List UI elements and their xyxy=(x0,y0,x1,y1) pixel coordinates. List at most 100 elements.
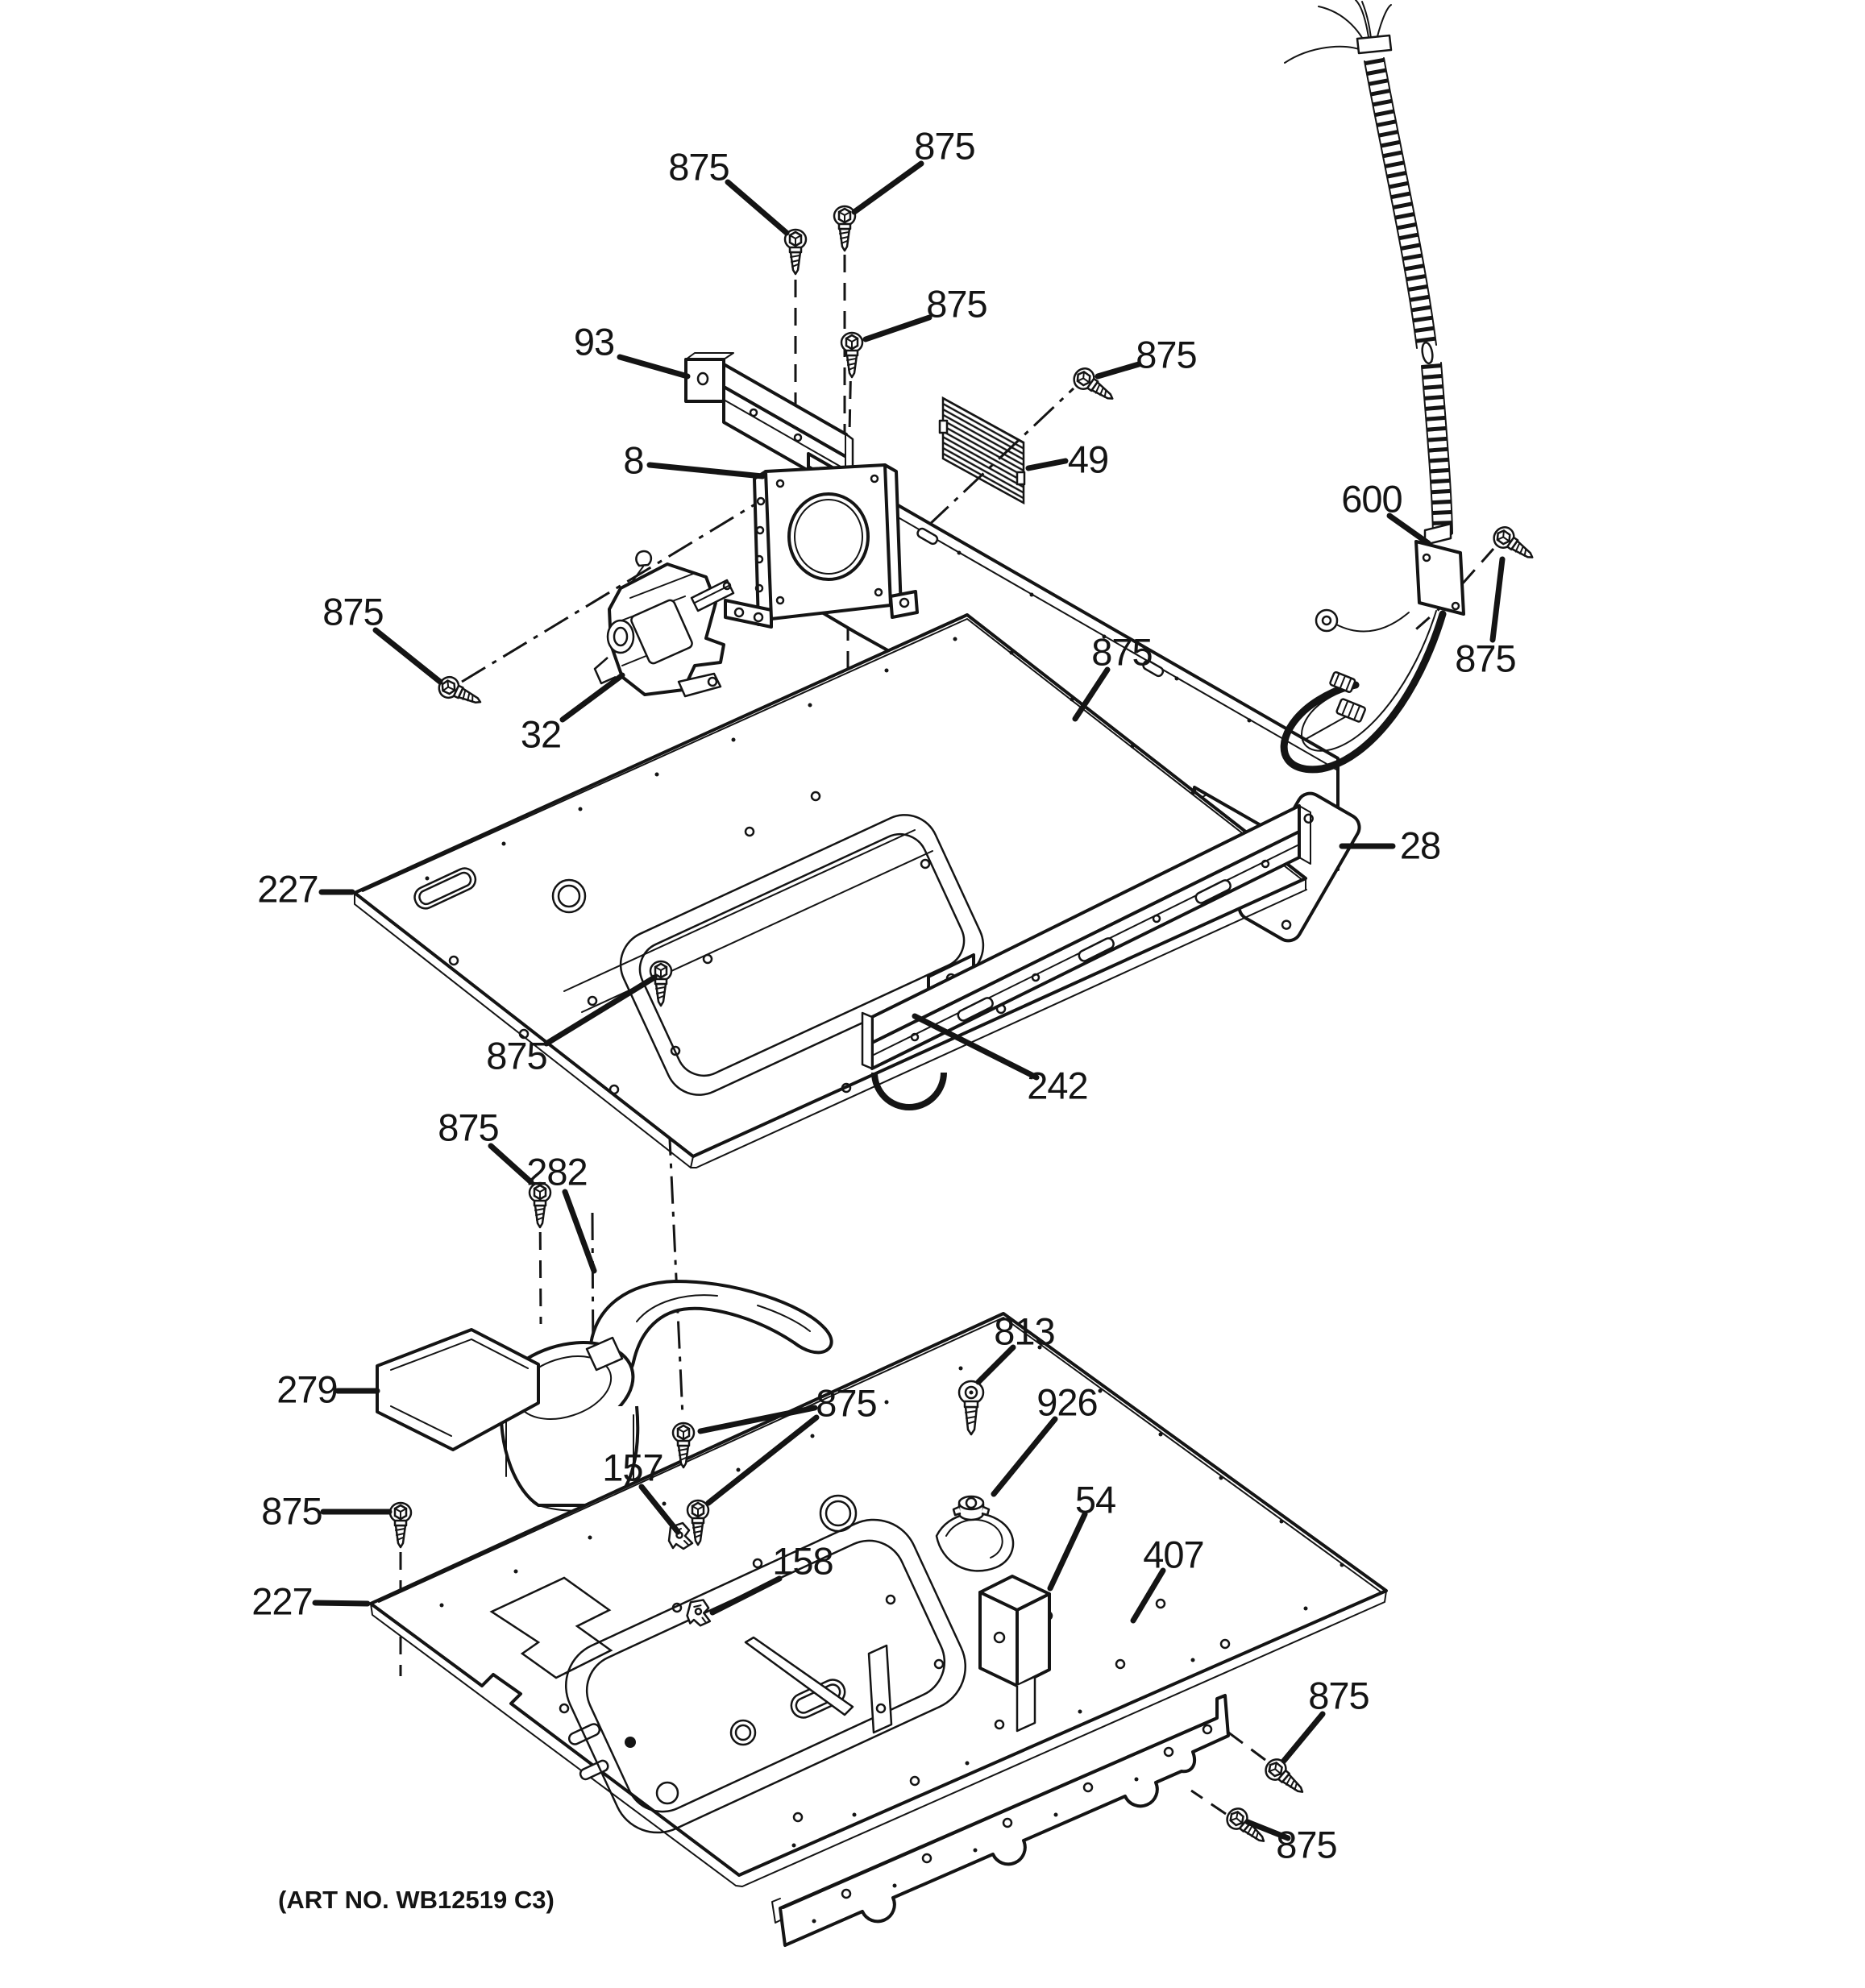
part-number-label: 926 xyxy=(1036,1381,1097,1424)
part-number-label: 875 xyxy=(914,125,974,168)
callout-875: 875 xyxy=(1244,1819,1338,1866)
callout-875: 875 xyxy=(261,1490,393,1533)
part-49-vent-grille xyxy=(938,396,1026,505)
callout-875: 875 xyxy=(1094,334,1198,380)
leader-line xyxy=(646,462,766,479)
callout-158: 158 xyxy=(709,1540,834,1616)
callout-49: 49 xyxy=(1025,438,1109,481)
leader-line xyxy=(1489,556,1506,643)
part-number-label: 407 xyxy=(1143,1534,1203,1576)
callout-279: 279 xyxy=(276,1368,380,1411)
screw-icon xyxy=(434,672,486,713)
part-number-label: 54 xyxy=(1075,1479,1115,1521)
part-number-label: 875 xyxy=(1136,334,1196,376)
callout-93: 93 xyxy=(574,321,691,380)
part-number-label: 875 xyxy=(261,1490,322,1533)
leader-line xyxy=(1094,361,1142,380)
part-number-label: 242 xyxy=(1027,1065,1087,1107)
callout-8: 8 xyxy=(623,439,766,482)
leader-line xyxy=(851,160,924,215)
leader-line xyxy=(697,1405,818,1434)
leader-line xyxy=(991,1416,1058,1497)
leader-line xyxy=(1281,1711,1326,1764)
screw-icon xyxy=(388,1501,413,1549)
part-number-label: 600 xyxy=(1341,478,1402,521)
leader-line xyxy=(912,1013,1040,1081)
art-number: (ART NO. WB12519 C3) xyxy=(278,1886,555,1914)
leader-line xyxy=(862,314,932,342)
part-number-label: 227 xyxy=(251,1580,312,1623)
callout-875: 875 xyxy=(486,974,658,1077)
callout-875: 875 xyxy=(668,146,790,236)
part-279-blower-funnel xyxy=(376,1328,640,1512)
screw-icon xyxy=(1489,522,1539,567)
part-number-label: 28 xyxy=(1400,824,1440,867)
callout-875: 875 xyxy=(862,283,988,342)
part-number-label: 875 xyxy=(816,1382,876,1425)
part-number-label: 282 xyxy=(526,1151,587,1193)
part-number-label: 279 xyxy=(276,1368,337,1411)
leader-line xyxy=(638,1484,681,1535)
part-8-fan-shroud xyxy=(724,463,919,629)
callout-227: 227 xyxy=(251,1580,371,1623)
callout-600: 600 xyxy=(1341,478,1431,546)
screw-icon xyxy=(783,228,808,276)
callout-54: 54 xyxy=(1047,1479,1116,1592)
leader-line xyxy=(709,1575,783,1616)
leader-line xyxy=(617,354,691,380)
part-number-label: 875 xyxy=(668,146,729,189)
leader-line xyxy=(1244,1819,1291,1841)
leader-line xyxy=(559,672,625,723)
callout-242: 242 xyxy=(912,1013,1089,1107)
leader-line xyxy=(562,1189,597,1274)
callout-875: 875 xyxy=(1072,631,1153,722)
part-32-valve-assembly xyxy=(593,550,735,698)
leader-line xyxy=(543,974,658,1047)
part-600-conduit-harness xyxy=(1280,0,1465,774)
callout-875: 875 xyxy=(1455,556,1517,680)
leader-line xyxy=(372,627,443,685)
part-number-label: 49 xyxy=(1068,438,1108,481)
part-number-label: 157 xyxy=(602,1446,663,1489)
part-242-support-rail xyxy=(861,804,1311,1070)
callout-282: 282 xyxy=(526,1151,597,1274)
leader-line xyxy=(1025,458,1069,471)
leader-line xyxy=(705,1414,820,1506)
leader-line xyxy=(725,179,790,236)
leader-line xyxy=(488,1143,534,1185)
part-number-label: 875 xyxy=(1308,1675,1369,1717)
part-number-label: 875 xyxy=(1276,1824,1336,1866)
part-407-trim-strip xyxy=(771,1694,1230,1947)
part-number-label: 875 xyxy=(322,591,383,633)
part-number-label: 875 xyxy=(1455,637,1515,680)
part-number-label: 227 xyxy=(257,868,318,911)
callout-813: 813 xyxy=(975,1310,1056,1385)
part-number-label: 875 xyxy=(926,283,986,326)
part-number-label: 93 xyxy=(574,321,614,363)
callout-407: 407 xyxy=(1130,1534,1205,1624)
callout-875: 875 xyxy=(322,591,443,685)
callout-157: 157 xyxy=(602,1446,681,1535)
leader-line xyxy=(1386,513,1431,546)
callout-227: 227 xyxy=(257,868,355,911)
callout-875: 875 xyxy=(1281,1675,1370,1764)
callout-875: 875 xyxy=(851,125,976,215)
leader-line xyxy=(975,1344,1016,1385)
callout-28: 28 xyxy=(1339,824,1441,867)
callout-875: 875 xyxy=(438,1106,534,1185)
part-number-label: 32 xyxy=(521,713,561,756)
part-number-label: 158 xyxy=(772,1540,833,1583)
part-227-lower-pan xyxy=(369,1312,1388,1887)
callout-875: 875 xyxy=(697,1382,878,1506)
part-number-label: 813 xyxy=(994,1310,1054,1353)
part-number-label: 8 xyxy=(623,439,643,482)
leader-line xyxy=(1130,1567,1166,1624)
leader-line xyxy=(312,1600,371,1607)
part-number-label: 875 xyxy=(486,1035,546,1077)
callout-926: 926 xyxy=(991,1381,1099,1497)
part-number-label: 875 xyxy=(1091,631,1152,674)
callout-32: 32 xyxy=(521,672,625,756)
